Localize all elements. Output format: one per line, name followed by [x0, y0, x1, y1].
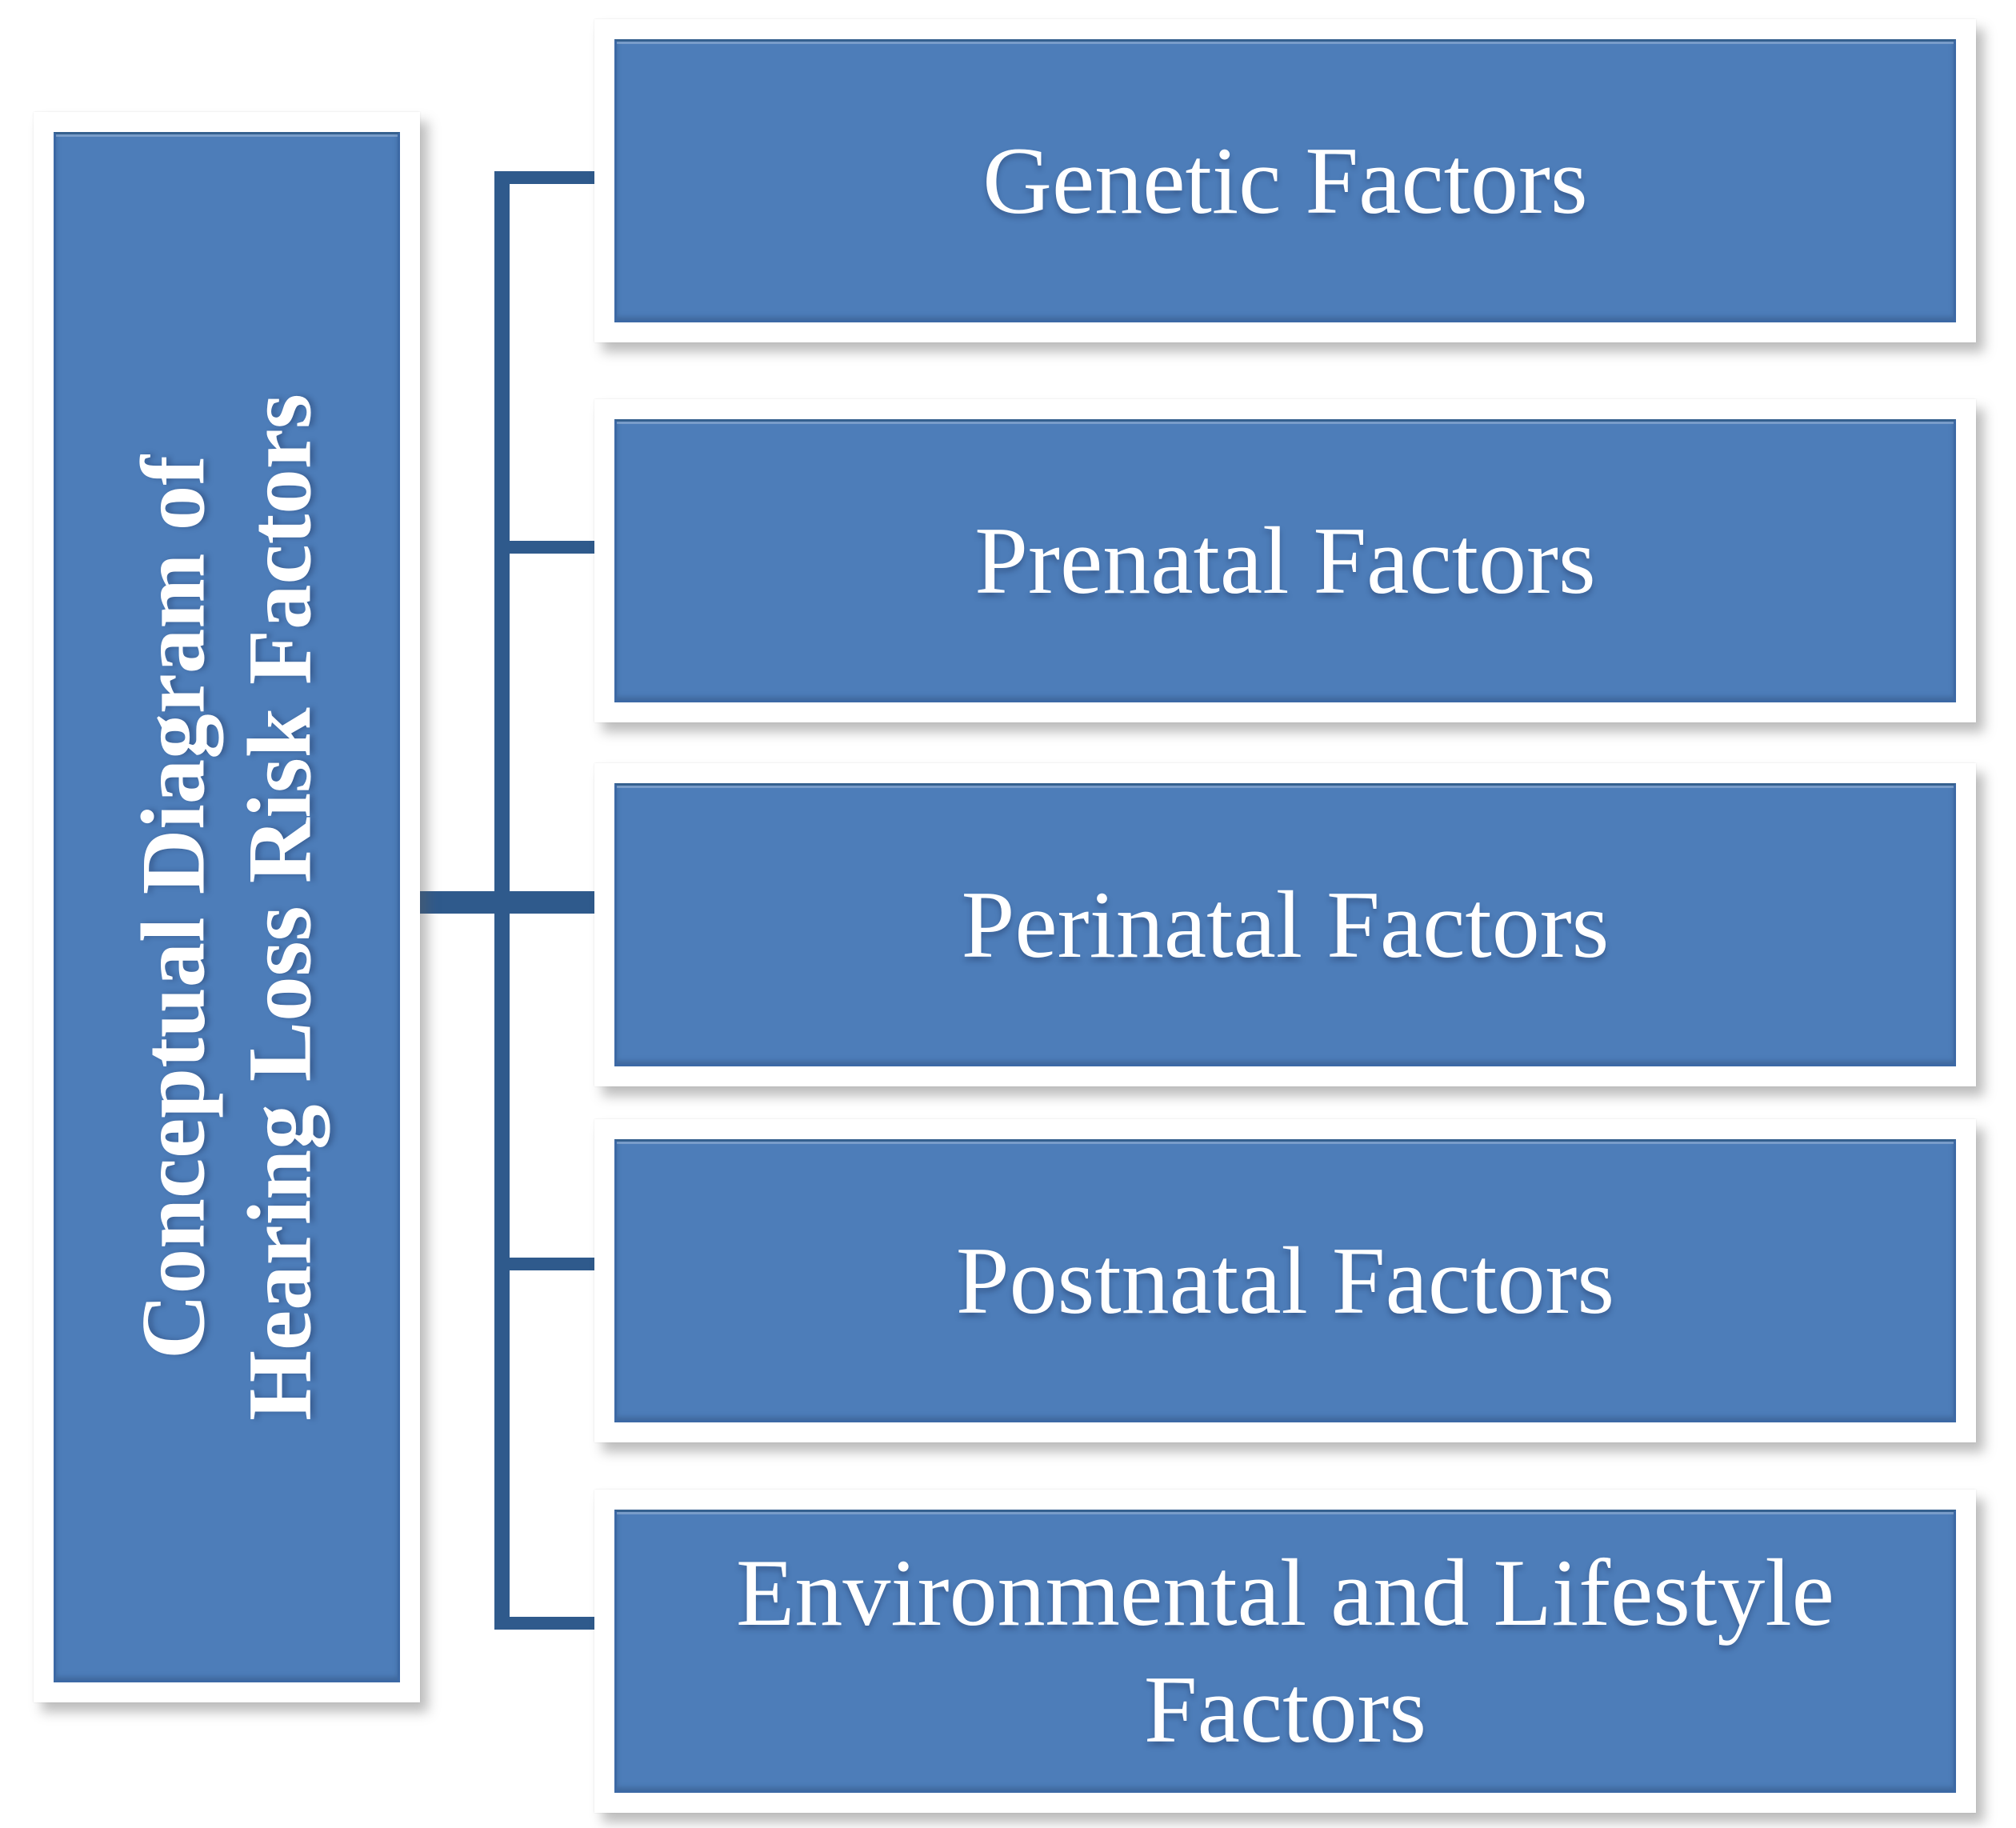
factor-box-genetic-label: Genetic Factors [982, 126, 1588, 234]
connector-branch-perinatal-main [400, 891, 596, 914]
factor-box-prenatal-frame: Prenatal Factors [594, 399, 1976, 722]
factor-box-environmental-label-line2: Factors [1143, 1656, 1427, 1762]
diagram-title: Conceptual Diagram of Hearing Loss Risk … [120, 147, 334, 1667]
factor-box-environmental-frame: Environmental and Lifestyle Factors [594, 1490, 1976, 1813]
factor-box-environmental: Environmental and Lifestyle Factors [614, 1510, 1956, 1793]
connector-branch-genetic [494, 171, 596, 184]
factor-box-prenatal: Prenatal Factors [614, 419, 1956, 702]
factor-box-postnatal: Postnatal Factors [614, 1139, 1956, 1422]
factor-box-postnatal-label: Postnatal Factors [955, 1226, 1615, 1334]
connector-branch-postnatal [494, 1258, 596, 1270]
diagram-title-line2: Hearing Loss Risk Factors [230, 394, 330, 1421]
connector-branch-environmental [494, 1617, 596, 1630]
factor-box-genetic: Genetic Factors [614, 39, 1956, 322]
factor-box-perinatal-frame: Perinatal Factors [594, 763, 1976, 1086]
factor-box-genetic-frame: Genetic Factors [594, 19, 1976, 342]
factor-box-prenatal-label: Prenatal Factors [974, 506, 1596, 614]
factor-box-postnatal-frame: Postnatal Factors [594, 1119, 1976, 1442]
factor-box-perinatal-label: Perinatal Factors [961, 870, 1610, 978]
title-box-frame: Conceptual Diagram of Hearing Loss Risk … [34, 112, 420, 1702]
connector-branch-prenatal [494, 541, 596, 554]
title-box: Conceptual Diagram of Hearing Loss Risk … [54, 132, 400, 1682]
factor-box-environmental-label: Environmental and Lifestyle [736, 1538, 1834, 1646]
factor-box-perinatal: Perinatal Factors [614, 783, 1956, 1066]
diagram-title-line1: Conceptual Diagram of [123, 455, 224, 1359]
